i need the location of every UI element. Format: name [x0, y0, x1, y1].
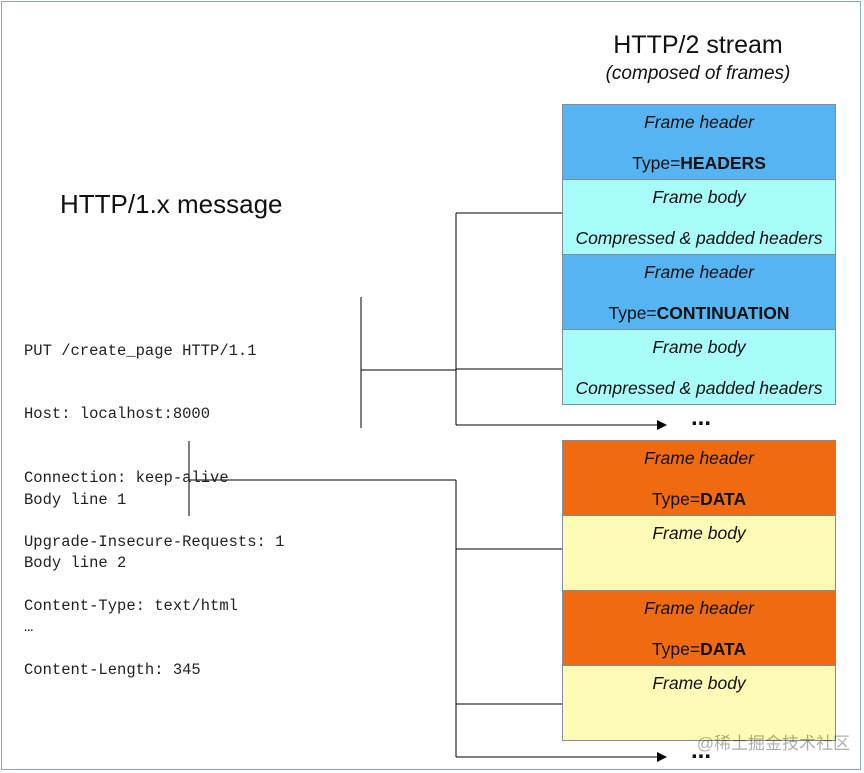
- stream-subtitle: (composed of frames): [605, 63, 791, 84]
- body-line: Body line 1: [24, 490, 127, 509]
- frame-type: Type=DATA: [651, 639, 747, 659]
- body-line: Body line 2: [24, 554, 127, 573]
- frame-headers-header: Frame header Type=HEADERS: [562, 104, 836, 180]
- message-title: HTTP/1.x message: [60, 189, 283, 219]
- message-headers: PUT /create_page HTTP/1.1 Host: localhos…: [24, 298, 284, 703]
- frame-label: Frame header: [644, 112, 754, 132]
- header-line: Upgrade-Insecure-Requests: 1: [24, 533, 285, 552]
- frame-headers-body: Frame body Compressed & padded headers: [562, 179, 836, 255]
- header-line: PUT /create_page HTTP/1.1: [24, 341, 257, 360]
- frame-continuation-body: Frame body Compressed & padded headers: [562, 329, 836, 405]
- message-body: Body line 1 Body line 2 …: [24, 447, 126, 660]
- header-line: Content-Length: 345: [24, 661, 201, 680]
- frame-body-description: Compressed & padded headers: [575, 228, 823, 248]
- frame-data-body-2: Frame body: [562, 665, 836, 741]
- frame-data-body-1: Frame body: [562, 515, 836, 591]
- frame-data-header-2: Frame header Type=DATA: [562, 590, 836, 666]
- frame-label: Frame header: [644, 448, 754, 468]
- frame-label: Frame body: [652, 337, 746, 357]
- frame-type: Type=HEADERS: [632, 153, 766, 173]
- header-line: Connection: keep-alive: [24, 469, 229, 488]
- frame-label: Frame body: [652, 673, 746, 693]
- body-line: …: [24, 618, 34, 637]
- frame-type: Type=CONTINUATION: [608, 303, 790, 323]
- header-line: Content-Type: text/html: [24, 597, 238, 616]
- frame-label: Frame header: [644, 262, 754, 282]
- frame-data-header-1: Frame header Type=DATA: [562, 440, 836, 516]
- header-line: Host: localhost:8000: [24, 405, 211, 424]
- watermark: @稀土掘金技术社区: [696, 734, 850, 753]
- frame-body-description: Compressed & padded headers: [575, 378, 823, 398]
- frame-continuation-header: Frame header Type=CONTINUATION: [562, 254, 836, 330]
- stream-title: HTTP/2 stream: [613, 31, 783, 59]
- data-ellipsis: ...: [690, 737, 711, 764]
- frame-label: Frame header: [644, 598, 754, 618]
- frame-type: Type=DATA: [651, 489, 747, 509]
- frame-label: Frame body: [652, 523, 746, 543]
- headers-ellipsis: ...: [690, 404, 711, 431]
- frame-label: Frame body: [652, 187, 746, 207]
